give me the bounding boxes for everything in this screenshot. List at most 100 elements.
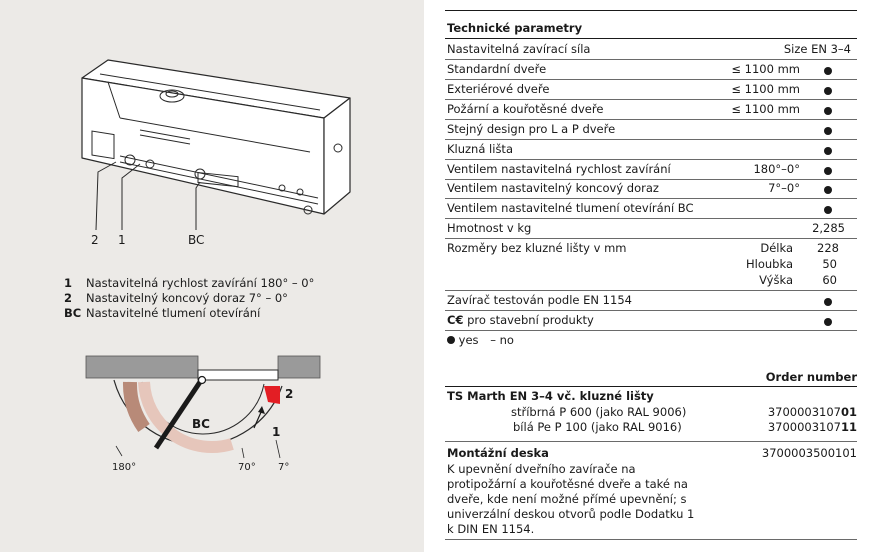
spec-row-value: 7°–0° bbox=[768, 181, 800, 195]
number-suffix: 01 bbox=[840, 405, 857, 419]
variant-name: bílá Pe P 100 (jako RAL 9016) bbox=[513, 420, 682, 434]
divider bbox=[445, 330, 857, 331]
yes-dot bbox=[824, 87, 832, 95]
divider bbox=[445, 38, 857, 39]
legend-text: Nastavitelná rychlost zavírání 180° – 0° bbox=[86, 276, 315, 290]
divider bbox=[445, 198, 857, 199]
device-label-2: 2 bbox=[91, 233, 99, 247]
yes-dot bbox=[824, 318, 832, 326]
divider bbox=[445, 99, 857, 100]
yes-dot bbox=[824, 107, 832, 115]
product-title: TS Marth EN 3–4 vč. kluzné lišty bbox=[447, 389, 654, 403]
variant-name: stříbrná P 600 (jako RAL 9006) bbox=[511, 405, 687, 419]
plate-number: 3700003500101 bbox=[761, 446, 857, 460]
door-closer-illustration: 2 1 BC bbox=[81, 59, 351, 247]
key-no: – no bbox=[490, 333, 514, 347]
legend-item: BC Nastavitelné tlumení otevírání bbox=[64, 306, 314, 321]
divider bbox=[445, 539, 857, 540]
dimensions-label: Rozměry bez kluzné lišty v mm bbox=[447, 241, 627, 255]
yes-dot bbox=[824, 167, 832, 175]
dimension-value: 228 bbox=[817, 241, 839, 255]
spec-row-value: Size EN 3–4 bbox=[783, 42, 851, 56]
spec-row-value: 2,285 bbox=[812, 221, 845, 235]
number-suffix: 11 bbox=[840, 420, 857, 434]
spec-row-label: Standardní dveře bbox=[447, 62, 547, 76]
divider bbox=[445, 79, 857, 80]
illustration-panel: 2 1 BC 1 Nastavitelná rychlost zavírání … bbox=[0, 0, 424, 552]
yes-dot bbox=[824, 147, 832, 155]
yes-dot bbox=[824, 67, 832, 75]
divider bbox=[445, 441, 857, 442]
spec-row-label: Ventilem nastavitelný koncový doraz bbox=[447, 181, 659, 195]
spec-title: Technické parametry bbox=[447, 21, 583, 35]
spec-row-value: ≤ 1100 mm bbox=[731, 102, 800, 116]
dimension-name: Délka bbox=[760, 241, 793, 255]
opening-angle-diagram: BC 180° 70° 7° 1 2 bbox=[85, 355, 321, 473]
legend-item: 2 Nastavitelný koncový doraz 7° – 0° bbox=[64, 291, 314, 306]
order-number-header: Order number bbox=[765, 370, 857, 384]
number-base: 3700003107 bbox=[767, 405, 841, 419]
number-base: 3700003107 bbox=[767, 420, 841, 434]
dot-key: yes – no bbox=[447, 333, 514, 347]
dimension-value: 50 bbox=[822, 257, 837, 271]
divider bbox=[445, 386, 857, 387]
diagram-label-bc: BC bbox=[192, 417, 210, 431]
plate-desc-line: k DIN EN 1154. bbox=[447, 522, 535, 536]
dimension-name: Hloubka bbox=[746, 257, 793, 271]
spec-row-label: Hmotnost v kg bbox=[447, 221, 532, 235]
legend-key: BC bbox=[64, 306, 82, 320]
diagram-label-180: 180° bbox=[112, 462, 136, 473]
divider bbox=[445, 159, 857, 160]
legend-text: Nastavitelné tlumení otevírání bbox=[86, 306, 261, 320]
divider bbox=[445, 290, 857, 291]
divider bbox=[445, 179, 857, 180]
divider bbox=[445, 310, 857, 311]
yes-dot bbox=[824, 127, 832, 135]
diagram-label-70: 70° bbox=[238, 462, 256, 473]
spec-panel: Technické parametry Nastavitelná zavírac… bbox=[445, 0, 857, 552]
spec-row-label: Ventilem nastavitelné tlumení otevírání … bbox=[447, 201, 694, 215]
spec-row-label: Stejný design pro L a P dveře bbox=[447, 122, 616, 136]
spec-row-label: Požární a kouřotěsné dveře bbox=[447, 102, 604, 116]
tested-label: Zavírač testován podle EN 1154 bbox=[447, 293, 632, 307]
device-label-bc: BC bbox=[188, 233, 204, 247]
diagram-label-1: 1 bbox=[272, 425, 280, 439]
spec-row-value: ≤ 1100 mm bbox=[731, 82, 800, 96]
legend-key: 1 bbox=[64, 276, 73, 290]
plate-desc-line: protipožární a kouřotěsné dveře a také n… bbox=[447, 477, 688, 491]
ce-row: C€ pro stavební produkty bbox=[447, 313, 594, 327]
divider bbox=[445, 10, 857, 11]
yes-dot bbox=[447, 336, 455, 344]
plate-desc-line: K upevnění dveřního zavírače na bbox=[447, 462, 636, 476]
legend-key: 2 bbox=[64, 291, 73, 305]
divider bbox=[445, 59, 857, 60]
spec-row-value: ≤ 1100 mm bbox=[731, 62, 800, 76]
yes-dot bbox=[824, 186, 832, 194]
divider bbox=[445, 139, 857, 140]
spec-row-label: Nastavitelná zavírací síla bbox=[447, 42, 591, 56]
dimension-value: 60 bbox=[822, 273, 837, 287]
spec-row-label: Exteriérové dveře bbox=[447, 82, 550, 96]
ce-text: pro stavební produkty bbox=[467, 313, 594, 327]
spec-row-label: Ventilem nastavitelná rychlost zavírání bbox=[447, 162, 671, 176]
diagram-label-2: 2 bbox=[285, 387, 293, 401]
legend-item: 1 Nastavitelná rychlost zavírání 180° – … bbox=[64, 276, 314, 291]
dimension-name: Výška bbox=[759, 273, 793, 287]
diagram-label-7: 7° bbox=[278, 462, 289, 473]
divider bbox=[445, 238, 857, 239]
device-label-1: 1 bbox=[118, 233, 126, 247]
spec-row-label: Kluzná lišta bbox=[447, 142, 513, 156]
variant-number: 370000310711 bbox=[768, 420, 857, 434]
divider bbox=[445, 218, 857, 219]
plate-desc-line: dveře, kde není možné přímé upevnění; s bbox=[447, 492, 687, 506]
plate-title: Montážní deska bbox=[447, 446, 549, 460]
key-yes: yes bbox=[458, 333, 479, 347]
variant-number: 370000310701 bbox=[768, 405, 857, 419]
yes-dot bbox=[824, 206, 832, 214]
legend: 1 Nastavitelná rychlost zavírání 180° – … bbox=[64, 276, 314, 321]
divider bbox=[445, 119, 857, 120]
yes-dot bbox=[824, 298, 832, 306]
legend-text: Nastavitelný koncový doraz 7° – 0° bbox=[86, 291, 288, 305]
plate-desc-line: univerzální deskou otvorů podle Dodatku … bbox=[447, 507, 695, 521]
ce-mark-icon: C€ bbox=[447, 313, 464, 327]
